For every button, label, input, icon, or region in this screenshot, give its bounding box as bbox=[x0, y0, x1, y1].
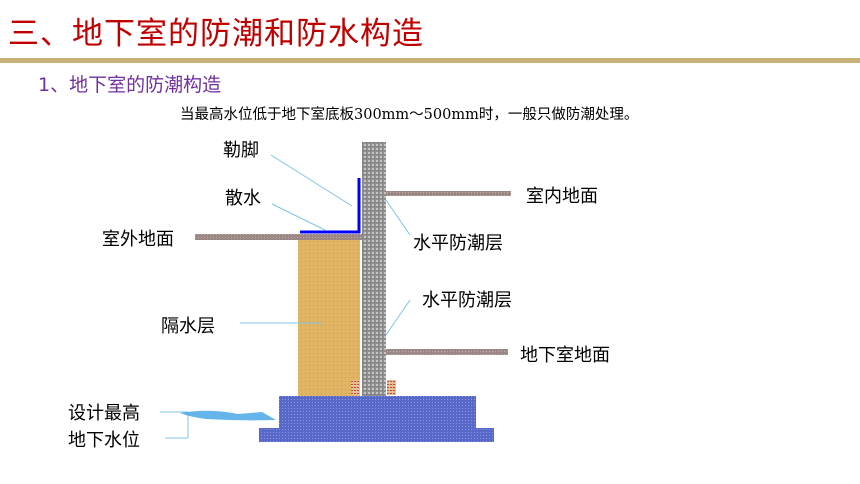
label-basement-floor: 地下室地面 bbox=[520, 345, 610, 366]
dpc-block-left bbox=[351, 380, 360, 395]
label-indoor-floor: 室内地面 bbox=[526, 186, 598, 207]
condition-note: 当最高水位低于地下室底板300mm～500mm时，一般只做防潮处理。 bbox=[180, 107, 639, 123]
dpc-block-right bbox=[387, 380, 396, 395]
indoor-floor bbox=[386, 191, 511, 196]
backfill-impermeable-layer bbox=[298, 238, 360, 396]
outdoor-ground bbox=[195, 234, 362, 240]
waterproof-flashing bbox=[300, 178, 361, 234]
basement-wall bbox=[362, 142, 386, 396]
label-design-highest: 设计最高 bbox=[68, 403, 140, 424]
leader-lines bbox=[160, 154, 411, 439]
label-plinth: 勒脚 bbox=[223, 140, 259, 161]
label-apron: 散水 bbox=[225, 188, 261, 209]
basement-floor bbox=[386, 349, 508, 355]
foundation-upper bbox=[279, 396, 476, 429]
page-title: 三、地下室的防潮和防水构造 bbox=[8, 16, 424, 52]
water-level-symbol bbox=[180, 410, 276, 421]
label-horizontal-dpc-upper: 水平防潮层 bbox=[413, 233, 503, 254]
section-subtitle: 1、地下室的防潮构造 bbox=[38, 74, 222, 96]
label-horizontal-dpc-lower: 水平防潮层 bbox=[422, 290, 512, 311]
label-groundwater-level: 地下水位 bbox=[68, 430, 140, 451]
label-outdoor-ground: 室外地面 bbox=[102, 229, 174, 250]
foundation-lower bbox=[259, 428, 494, 442]
label-impermeable-layer: 隔水层 bbox=[161, 316, 215, 337]
title-divider bbox=[0, 58, 860, 63]
